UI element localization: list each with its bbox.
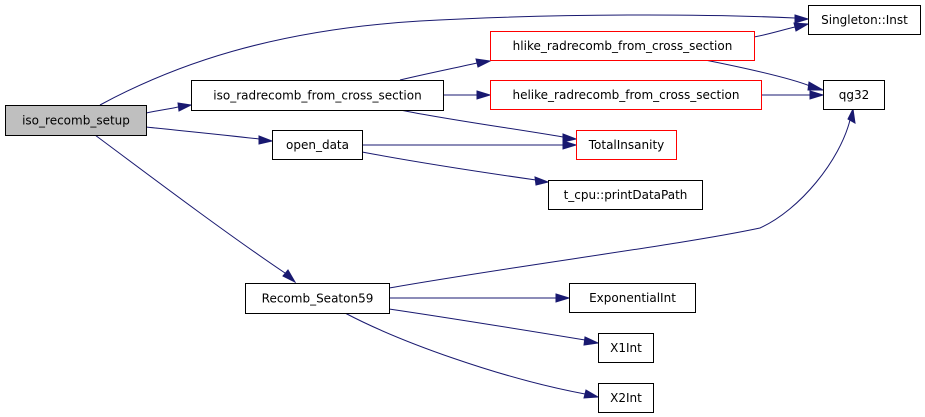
node-box	[191, 80, 444, 111]
node-helike-radrecomb[interactable]: helike_radrecomb_from_cross_section	[490, 80, 762, 110]
node-label: iso_radrecomb_from_cross_section	[213, 89, 421, 103]
edge-iso_recomb_setup-to-iso_radrecomb	[145, 102, 193, 114]
node-box	[490, 80, 762, 110]
node-label: qg32	[839, 88, 870, 102]
edges-layer	[94, 14, 856, 399]
arrowhead	[475, 58, 492, 68]
arrowhead	[177, 102, 193, 112]
node-box	[245, 283, 390, 314]
edge-iso_recomb_setup-to-recomb_seaton59	[94, 134, 297, 284]
node-box	[569, 283, 696, 313]
node-box	[808, 5, 921, 35]
arrowhead	[562, 133, 578, 143]
node-box	[576, 130, 677, 160]
node-label: Recomb_Seaton59	[262, 292, 374, 306]
node-x2int[interactable]: X2Int	[598, 383, 654, 413]
arrowhead	[847, 107, 856, 124]
node-hlike-radrecomb[interactable]: hlike_radrecomb_from_cross_section	[490, 31, 755, 61]
node-totalinsanity[interactable]: TotalInsanity	[576, 130, 677, 160]
node-box	[548, 180, 703, 210]
edge-recomb_seaton59-to-x1int	[388, 308, 600, 346]
nodes-layer: iso_recomb_setup Singleton::Instiso_radre…	[5, 5, 921, 413]
node-exponentialint[interactable]: ExponentialInt	[569, 283, 696, 313]
edge-iso_recomb_setup-to-singleton_inst	[99, 14, 810, 106]
edge-hlike_radrecomb-to-qg32	[704, 59, 825, 91]
node-recomb-seaton59[interactable]: Recomb_Seaton59	[245, 283, 390, 314]
arrowhead	[562, 140, 578, 150]
arrowhead	[794, 14, 810, 24]
node-open-data[interactable]: open_data	[272, 130, 363, 160]
node-label: ExponentialInt	[589, 291, 676, 305]
arrowhead	[807, 81, 825, 91]
arrowhead	[534, 176, 550, 186]
node-box	[823, 80, 885, 110]
node-label: t_cpu::printDataPath	[564, 188, 688, 202]
arrowhead	[793, 22, 810, 32]
edge-iso_radrecomb-to-helike_radrecomb	[442, 90, 492, 100]
edge-open_data-to-totalinsanity	[362, 140, 578, 150]
node-box	[490, 31, 755, 61]
node-label: X1Int	[610, 341, 642, 355]
node-label: X2Int	[610, 391, 642, 405]
arrowhead	[282, 269, 297, 284]
arrowhead	[258, 135, 274, 145]
edge-helike_radrecomb-to-qg32	[760, 90, 825, 100]
node-iso-radrecomb[interactable]: iso_radrecomb_from_cross_section	[191, 80, 444, 111]
edge-iso_radrecomb-to-hlike_radrecomb	[399, 58, 492, 81]
edge-recomb_seaton59-to-exponentialint	[388, 293, 571, 303]
arrowhead	[809, 90, 825, 100]
edge-recomb_seaton59-to-qg32	[388, 107, 856, 289]
edge-iso_recomb_setup-to-open_data	[145, 126, 274, 145]
arrowhead	[476, 90, 492, 100]
node-label: helike_radrecomb_from_cross_section	[512, 88, 739, 102]
node-box	[598, 383, 654, 413]
edge-iso_radrecomb-to-totalinsanity	[399, 109, 578, 143]
node-label: hlike_radrecomb_from_cross_section	[513, 39, 733, 53]
node-qg32[interactable]: qg32	[823, 80, 885, 110]
arrowhead	[555, 293, 571, 303]
arrowhead	[583, 389, 600, 399]
node-box	[272, 130, 363, 160]
edge-recomb_seaton59-to-x2int	[344, 312, 600, 399]
edge-open_data-to-printdatapath	[361, 151, 550, 186]
node-singleton-inst[interactable]: Singleton::Inst	[808, 5, 921, 35]
node-printdatapath[interactable]: t_cpu::printDataPath	[548, 180, 703, 210]
node-label: Singleton::Inst	[821, 13, 908, 27]
node-box	[598, 333, 654, 363]
node-label: iso_recomb_setup	[22, 114, 130, 128]
node-box	[5, 105, 147, 136]
node-x1int[interactable]: X1Int	[598, 333, 654, 363]
node-iso-recomb-setup[interactable]: iso_recomb_setup	[5, 105, 147, 136]
edge-hlike_radrecomb-to-singleton_inst	[753, 22, 810, 38]
arrowhead	[583, 336, 600, 346]
node-label: open_data	[286, 138, 349, 152]
node-label: TotalInsanity	[588, 138, 665, 152]
